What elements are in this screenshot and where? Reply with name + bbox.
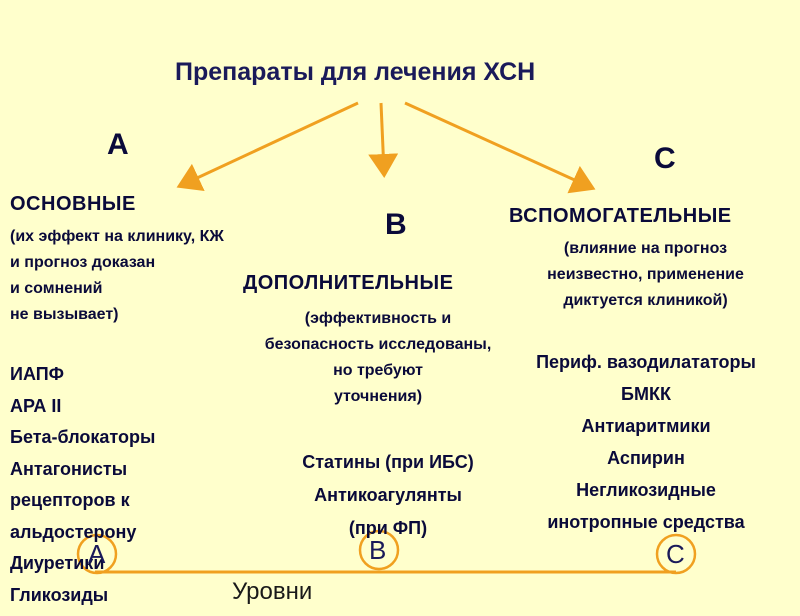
- group-b-letter: В: [385, 208, 407, 242]
- group-c-note-line: диктуется клиникой): [518, 288, 773, 314]
- group-b-drug: Статины (при ИБС): [268, 446, 508, 479]
- group-a-note-line: и сомнений: [10, 276, 224, 302]
- group-c-drug: Антиаритмики: [505, 410, 787, 442]
- group-a-drug-list: ИАПФ АРА II Бета-блокаторы Антагонисты р…: [10, 364, 155, 616]
- group-b-heading: ДОПОЛНИТЕЛЬНЫЕ: [243, 272, 453, 295]
- group-b-note: (эффективность и безопасность исследован…: [243, 306, 513, 410]
- group-c-letter: С: [654, 142, 676, 176]
- levels-label: Уровни: [232, 578, 312, 606]
- group-c-drug: БМКК: [505, 378, 787, 410]
- group-a-letter: А: [107, 128, 129, 162]
- group-c-drug: Аспирин: [505, 442, 787, 474]
- group-c-drug: Негликозидные: [505, 474, 787, 506]
- group-a-drug: рецепторов к: [10, 490, 155, 522]
- level-marker-b: В: [369, 535, 386, 566]
- group-b-note-line: (эффективность и: [243, 306, 513, 332]
- diagram-title: Препараты для лечения ХСН: [175, 58, 535, 87]
- group-a-drug: Диуретики: [10, 553, 155, 585]
- level-marker-a: А: [88, 539, 105, 570]
- group-b-note-line: безопасность исследованы,: [243, 332, 513, 358]
- group-a-drug: АРА II: [10, 396, 155, 428]
- group-a-drug: Гликозиды: [10, 585, 155, 616]
- group-b-note-line: уточнения): [243, 384, 513, 410]
- level-marker-c: С: [666, 539, 685, 570]
- group-a-note-line: (их эффект на клинику, КЖ: [10, 224, 224, 250]
- arrow-to-b: [381, 103, 384, 172]
- group-a-drug: Бета-блокаторы: [10, 427, 155, 459]
- group-a-note-line: и прогноз доказан: [10, 250, 224, 276]
- arrow-to-a: [182, 103, 358, 185]
- group-c-drug: инотропные средства: [505, 506, 787, 538]
- group-b-drug-list: Статины (при ИБС) Антикоагулянты (при ФП…: [268, 446, 508, 545]
- group-c-note: (влияние на прогноз неизвестно, применен…: [518, 236, 773, 314]
- group-c-note-line: неизвестно, применение: [518, 262, 773, 288]
- group-a-heading: ОСНОВНЫЕ: [10, 193, 136, 216]
- group-c-note-line: (влияние на прогноз: [518, 236, 773, 262]
- group-c-drug-list: Периф. вазодилататоры БМКК Антиаритмики …: [505, 346, 787, 538]
- group-b-note-line: но требуют: [243, 358, 513, 384]
- group-a-drug: Антагонисты: [10, 459, 155, 491]
- group-a-note: (их эффект на клинику, КЖ и прогноз дока…: [10, 224, 224, 328]
- group-b-drug: Антикоагулянты: [268, 479, 508, 512]
- group-b-drug: (при ФП): [268, 512, 508, 545]
- group-a-note-line: не вызывает): [10, 302, 224, 328]
- group-a-drug: ИАПФ: [10, 364, 155, 396]
- group-c-heading: ВСПОМОГАТЕЛЬНЫЕ: [509, 205, 732, 228]
- group-a-drug: альдостерону: [10, 522, 155, 554]
- arrow-to-c: [405, 103, 590, 187]
- group-c-drug: Периф. вазодилататоры: [505, 346, 787, 378]
